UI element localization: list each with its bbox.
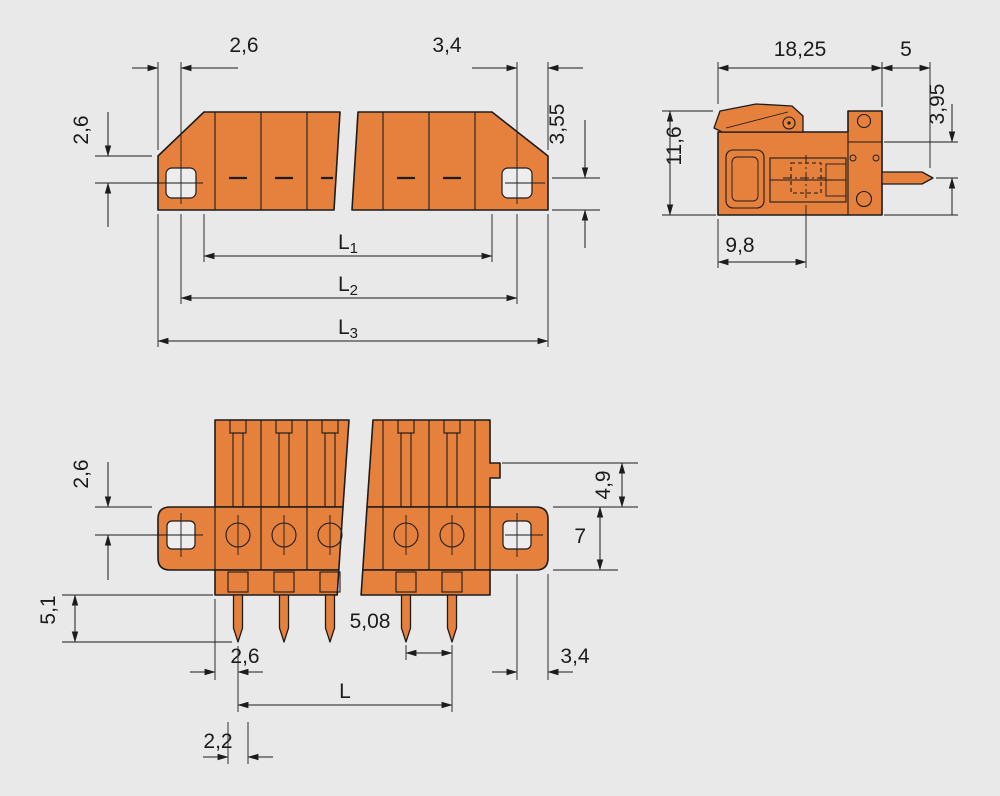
dim-pin-collar: 2,2	[203, 722, 273, 764]
dim-pin-offset: 3,95	[884, 84, 958, 215]
dim-edge-to-pin: 2,6	[190, 599, 263, 712]
front-view: 2,6 3,4 2,6 3,55 L1	[70, 34, 600, 347]
dim-label: 5,1	[37, 595, 60, 624]
right-flange-hole	[501, 160, 545, 204]
dim-depth: 18,25	[717, 38, 883, 107]
pole-walls	[214, 112, 476, 210]
connector-body-left	[157, 111, 341, 211]
dim-label: 3,4	[432, 34, 462, 57]
solder-pin-side	[881, 171, 934, 185]
housing-upper-right	[366, 419, 501, 508]
base-strip-left	[214, 569, 340, 596]
dim-label: 3,95	[926, 84, 949, 125]
dim-hole-offset: 9,8	[717, 205, 807, 268]
flange-band-left	[157, 506, 344, 571]
dim-pin-length: 5	[881, 38, 931, 168]
left-flange-hole	[159, 160, 203, 204]
dim-label: L3	[338, 316, 358, 342]
dim-step: 4,9	[502, 462, 638, 508]
dim-hole-to-edge-bottom: 3,4	[492, 574, 590, 680]
flange-band-right	[362, 506, 549, 571]
dim-label: 18,25	[774, 38, 827, 61]
dim-length: L	[237, 680, 453, 709]
dim-label: 9,8	[725, 234, 754, 257]
hidden-mounting-hole	[783, 155, 829, 201]
dim-label: L2	[338, 273, 358, 299]
left-flange-hole-bottom	[159, 513, 203, 557]
dim-label: 4,9	[592, 470, 615, 499]
dim-flange-height: 7	[553, 506, 638, 571]
dim-pin-protrusion: 5,1	[37, 594, 232, 643]
lever-detail	[725, 111, 789, 129]
dim-flange-top-to-hole: 2,6	[70, 459, 159, 580]
solder-pins	[232, 594, 458, 643]
lever-pivot	[782, 116, 796, 130]
right-flange-hole-bottom	[502, 513, 543, 557]
lever-pivot-center	[787, 121, 791, 125]
flange-details	[847, 113, 882, 215]
base-strip-right	[360, 569, 491, 596]
housing-slots	[232, 432, 458, 508]
dim-hole-to-edge-top: 3,4	[432, 34, 583, 160]
dim-height: 11,6	[662, 110, 958, 216]
dim-label: L	[339, 680, 351, 703]
dim-label: 3,55	[546, 104, 569, 145]
contact-cavity	[769, 157, 847, 203]
contact-holes	[225, 515, 465, 555]
dim-label: 2,6	[229, 34, 258, 57]
dim-label: 5	[900, 38, 912, 61]
dim-label: 2,6	[70, 459, 93, 488]
connector-body-right	[351, 111, 549, 211]
dim-l1: L1	[203, 214, 493, 262]
wire-cavity	[725, 149, 765, 209]
dim-edge-to-hole-side: 2,6	[70, 112, 159, 227]
dim-pitch: 5,08	[350, 610, 453, 712]
dim-label: 2,6	[70, 115, 93, 144]
side-view: 18,25 5 3,95 11,6 9,8	[662, 38, 958, 268]
dim-label: 11,6	[663, 126, 686, 165]
dim-label: 2,6	[230, 645, 259, 668]
pole-walls-bottom	[214, 420, 491, 570]
dim-label: L1	[338, 231, 358, 257]
dim-edge-to-hole-top: 2,6	[132, 34, 259, 160]
dim-label: 2,2	[203, 730, 232, 753]
dim-label: 7	[574, 525, 586, 548]
pin-collars	[227, 571, 463, 593]
dim-l2: L2	[180, 214, 518, 304]
dim-center-to-bottom: 3,55	[546, 104, 600, 248]
dim-label: 3,4	[560, 645, 590, 668]
bottom-view: 2,6 5,1 4,9 7 5,08	[37, 419, 638, 764]
dim-l3: L3	[157, 214, 549, 347]
dim-label: 5,08	[350, 610, 391, 633]
